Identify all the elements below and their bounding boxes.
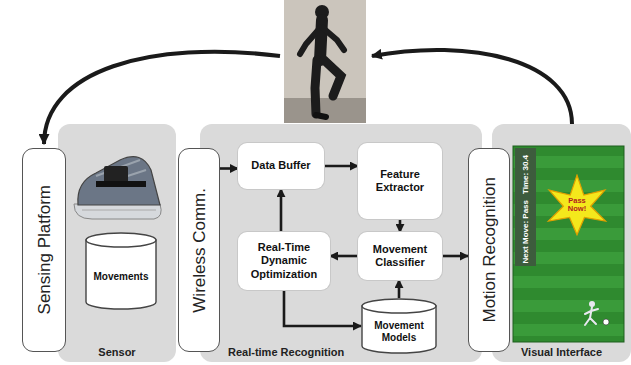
- feedback-arc: [372, 50, 572, 124]
- node-label: Movements: [93, 271, 148, 283]
- node-label: Feature Extractor: [363, 168, 437, 194]
- node-label: Sensing Platform: [36, 185, 53, 314]
- process-box: Feature Extractor: [358, 143, 442, 219]
- node-label: Pass Now!: [560, 197, 594, 214]
- flow-arrow: [324, 165, 358, 168]
- recognition-box: Motion Recognition: [468, 148, 510, 352]
- node-label: Wireless Comm.: [191, 188, 208, 313]
- node-label: Real-Time Dynamic Optimization: [243, 241, 325, 281]
- node-label: Movement Models: [365, 320, 433, 344]
- flow-arrow: [399, 219, 402, 232]
- process-box: Movement Classifier: [358, 232, 442, 280]
- next-move-readout: Next Move: Pass: [522, 200, 530, 264]
- readout-holder: Next Move: Pass: [515, 200, 536, 264]
- person-photo: [284, 0, 366, 123]
- feedback-arc: [44, 52, 280, 144]
- node-label: Motion Recognition: [481, 177, 498, 323]
- node-label: Movement Classifier: [363, 243, 437, 269]
- flow-arrow: [398, 280, 401, 298]
- flow-arrow: [442, 255, 468, 258]
- sensor-panel: Sensor Movements: [58, 124, 176, 362]
- panel-label: Sensor: [98, 346, 135, 359]
- process-box: Real-Time Dynamic Optimization: [238, 232, 330, 290]
- flow-arrow: [330, 255, 358, 258]
- wireless-box: Wireless Comm.: [178, 148, 220, 352]
- flow-arrow: [280, 189, 283, 232]
- platform-box: Sensing Platform: [22, 148, 66, 352]
- movements-database: Movements: [85, 232, 157, 310]
- game-screen: [513, 146, 624, 342]
- node-label: Data Buffer: [251, 159, 310, 172]
- flow-arrow: [220, 167, 238, 170]
- prompt-star: Pass Now!: [546, 174, 608, 236]
- recognition-panel: Real-time Recognition Data BufferFeature …: [200, 124, 482, 362]
- readout-holder: Time: 30.4: [515, 150, 536, 198]
- interface-panel: Visual Interface Pass Now!: [492, 124, 631, 362]
- shoe-photo: [74, 157, 161, 219]
- panel-label: Real-time Recognition: [228, 346, 344, 359]
- process-box: Data Buffer: [238, 143, 324, 189]
- panel-label: Visual Interface: [521, 346, 602, 359]
- flow-arrow: [284, 290, 361, 326]
- time-readout: Time: 30.4: [522, 155, 530, 194]
- models-database: Movement Models: [361, 298, 437, 354]
